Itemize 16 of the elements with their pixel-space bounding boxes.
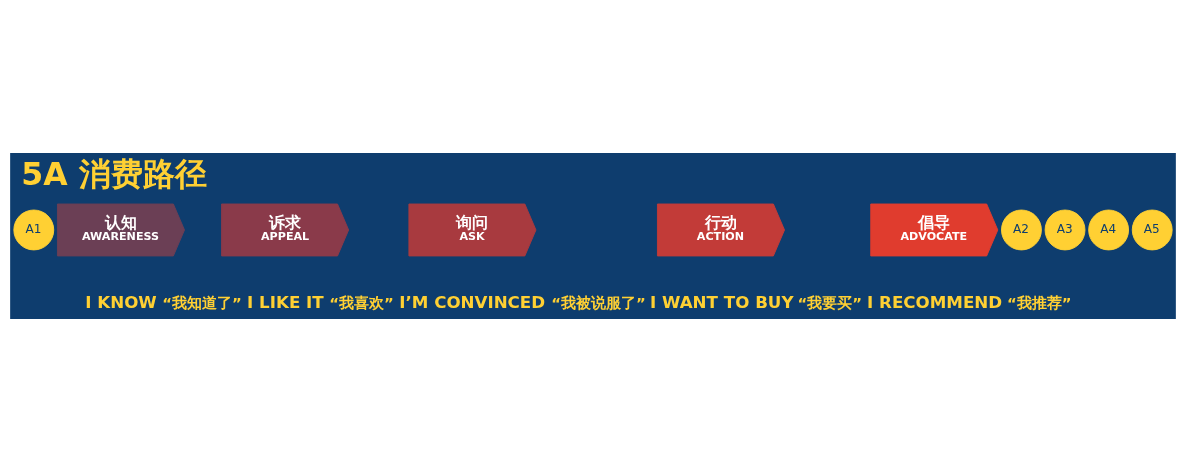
label: “我喜欢” [329, 293, 394, 311]
node-circle: A1 [13, 209, 55, 251]
diagram-title: 5A 消费路径 [21, 155, 207, 192]
node-circle: A3 [1044, 209, 1086, 251]
label: “我要买” [797, 293, 862, 311]
node-circle: A2 [1001, 209, 1042, 251]
node-circle: A5 [1131, 209, 1173, 251]
label: I WANT TO BUY [650, 293, 794, 313]
label: I KNOW [85, 293, 157, 313]
label: “我被说服了” [551, 293, 646, 311]
label: I’M CONVINCED [399, 293, 546, 313]
label: I LIKE IT [247, 293, 324, 313]
label: “我知道了” [162, 293, 242, 311]
node-circle: A4 [1088, 209, 1130, 251]
label: “我推荐” [1007, 293, 1072, 311]
label: I RECOMMEND [867, 293, 1003, 313]
